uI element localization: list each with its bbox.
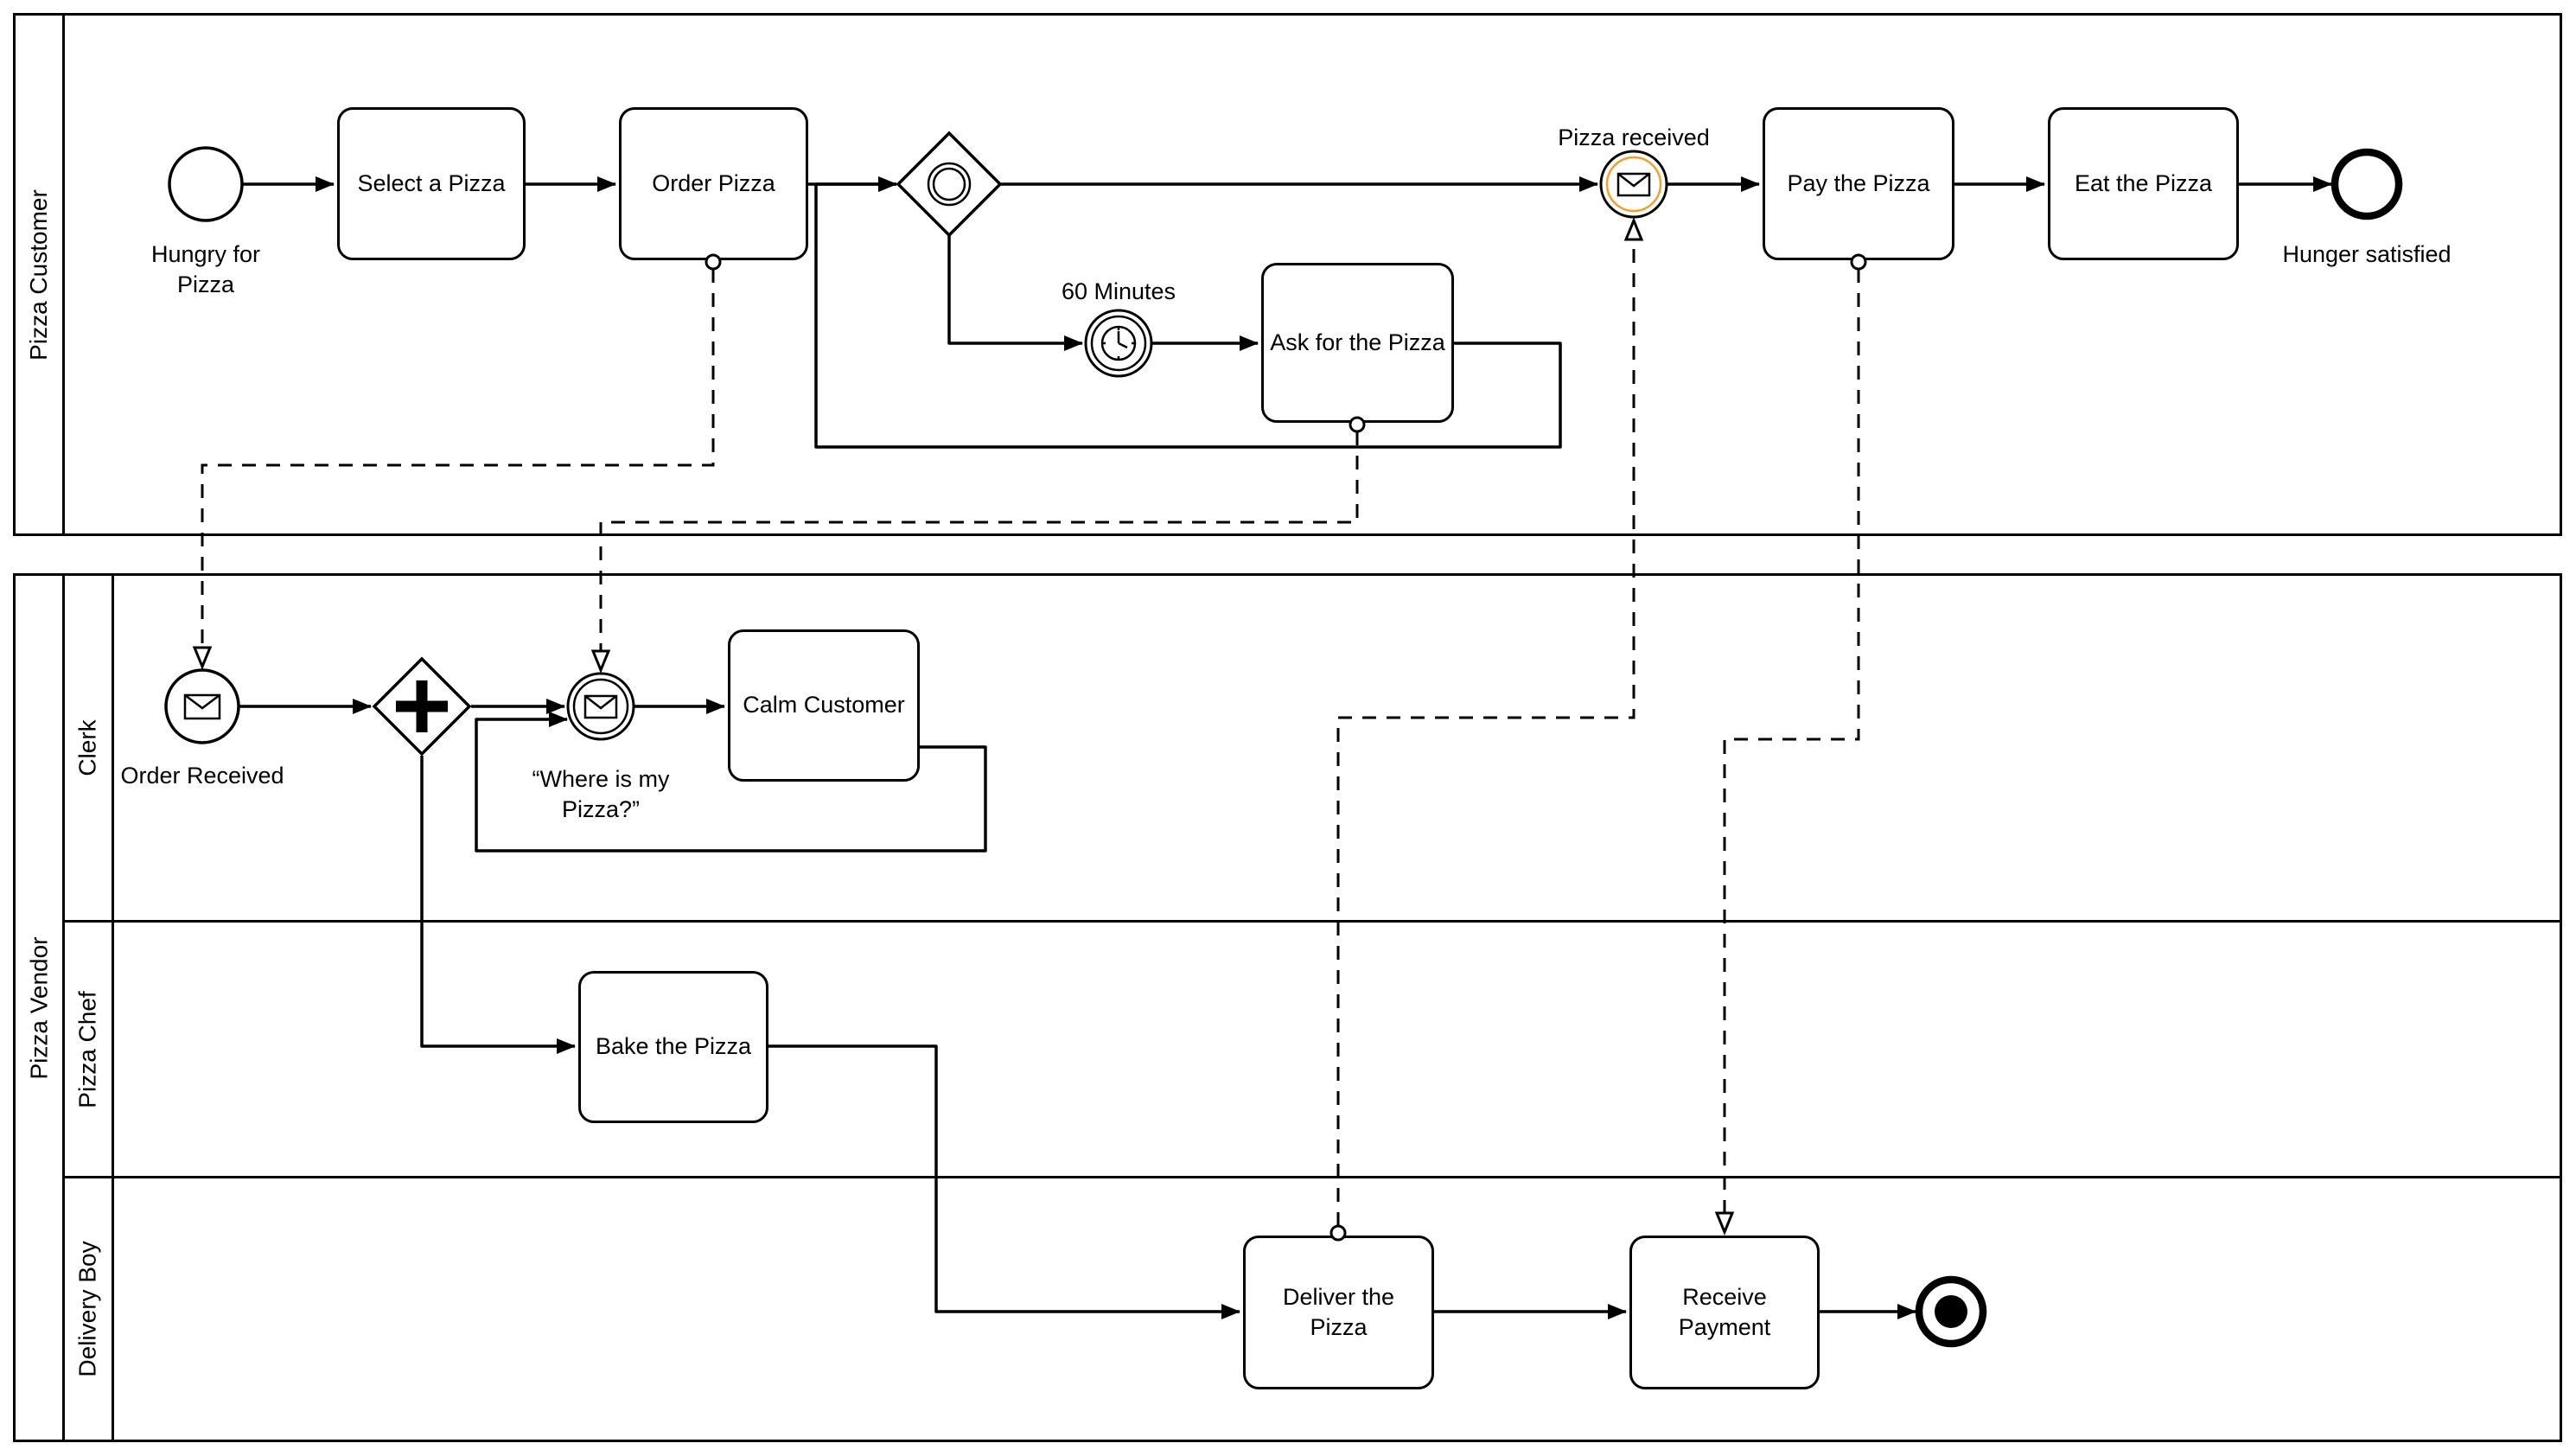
task-ask-for-the-pizza[interactable]: Ask for the Pizza: [1261, 263, 1454, 423]
label-hunger-satisfied: Hunger satisfied: [2282, 241, 2452, 267]
lane-chef-label-band: Pizza Chef: [65, 923, 114, 1176]
lane-pizza-chef: Pizza Chef: [65, 920, 2560, 1176]
lane-clerk-label: Clerk: [74, 719, 101, 776]
pool-vendor-label: Pizza Vendor: [25, 936, 52, 1079]
task-select-a-pizza[interactable]: Select a Pizza: [337, 107, 526, 260]
pool-customer-label: Pizza Customer: [25, 188, 52, 361]
lane-clerk-label-band: Clerk: [65, 576, 114, 920]
label-60-minutes: 60 Minutes: [1061, 278, 1176, 304]
label-order-received: Order Received: [120, 763, 284, 789]
task-deliver-the-pizza[interactable]: Deliver the Pizza: [1243, 1236, 1434, 1389]
task-pay-the-pizza[interactable]: Pay the Pizza: [1763, 107, 1954, 260]
task-eat-the-pizza[interactable]: Eat the Pizza: [2048, 107, 2239, 260]
lane-delivery-label-band: Delivery Boy: [65, 1178, 114, 1440]
pool-vendor-label-band: Pizza Vendor: [16, 576, 65, 1440]
task-bake-the-pizza[interactable]: Bake the Pizza: [578, 971, 768, 1123]
pool-vendor-lanes: Clerk Pizza Chef Delivery Boy: [65, 576, 2560, 1440]
label-pizza-received: Pizza received: [1558, 125, 1710, 150]
label-where-is-my-pizza: “Where is my Pizza?”: [532, 766, 670, 823]
lane-clerk: Clerk: [65, 576, 2560, 920]
task-receive-payment[interactable]: Receive Payment: [1629, 1236, 1820, 1389]
label-hungry-for-pizza: Hungry for Pizza: [150, 241, 261, 298]
task-calm-customer[interactable]: Calm Customer: [728, 629, 920, 782]
lane-delivery-boy: Delivery Boy: [65, 1176, 2560, 1440]
task-order-pizza[interactable]: Order Pizza: [619, 107, 808, 260]
lane-chef-label: Pizza Chef: [74, 990, 101, 1108]
pool-customer-label-band: Pizza Customer: [16, 16, 65, 533]
lane-delivery-label: Delivery Boy: [74, 1241, 102, 1377]
